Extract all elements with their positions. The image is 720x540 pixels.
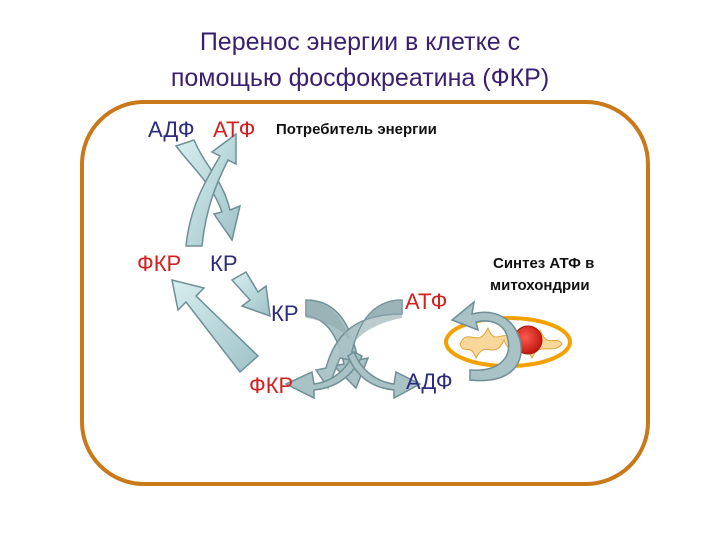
arrow-mito-cycle bbox=[450, 300, 522, 382]
arrow-center-left bbox=[306, 300, 350, 340]
title-line-2: помощью фосфокреатина (ФКР) bbox=[170, 64, 550, 92]
label-energy-consumer: Потребитель энергии bbox=[276, 121, 437, 138]
arrow-fkr-bottom-to-left bbox=[171, 278, 260, 374]
label-atf-right: АТФ bbox=[405, 289, 448, 314]
arrow-kr-to-mid bbox=[230, 270, 271, 318]
arrow-to-adf-right bbox=[347, 350, 422, 400]
label-atf-top: АТФ bbox=[213, 117, 256, 142]
label-fkr-left: ФКР bbox=[137, 251, 182, 276]
label-adf-top: АДФ bbox=[148, 117, 195, 142]
cell-frame bbox=[80, 100, 650, 486]
label-adf-right: АДФ bbox=[406, 369, 453, 394]
label-kr-mid: КР bbox=[271, 301, 299, 326]
label-kr-left: КР bbox=[210, 251, 238, 276]
arrow-center-right bbox=[356, 300, 402, 340]
arrow-adf-to-kr bbox=[174, 139, 242, 242]
label-synthesis-line-1: Синтез АТФ в bbox=[493, 255, 595, 272]
label-fkr-bottom: ФКР bbox=[249, 373, 294, 398]
arrow-to-fkr-bottom bbox=[284, 350, 364, 400]
page-title: Перенос энергии в клетке с помощью фосфо… bbox=[0, 24, 720, 96]
arrow-fkr-to-atf bbox=[185, 132, 237, 247]
title-line-1: Перенос энергии в клетке с bbox=[199, 28, 521, 56]
label-synthesis-line-2: митохондрии bbox=[490, 277, 590, 294]
